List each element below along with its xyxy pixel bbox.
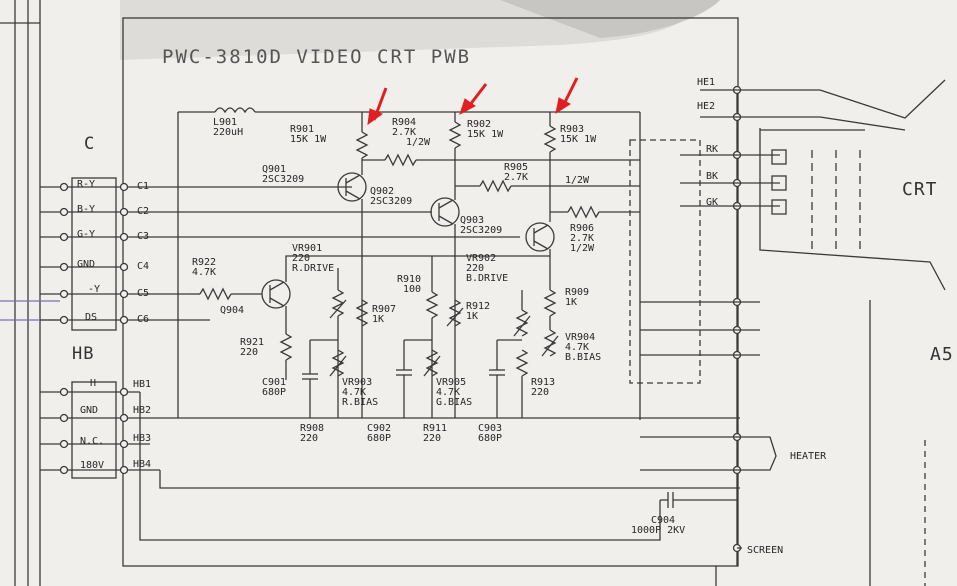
crt-label: CRT	[902, 179, 938, 200]
pin-signal: B-Y	[77, 204, 96, 215]
label-r905-power: 1/2W	[565, 175, 590, 186]
pin-id: HB1	[133, 379, 152, 390]
pin-signal: N.C.	[80, 436, 105, 447]
pin-signal: GND	[77, 259, 96, 270]
pin-signal: G-Y	[77, 229, 96, 240]
transistor-q903	[525, 222, 555, 290]
a5-label: A5	[930, 344, 954, 365]
c-group-label: C	[84, 134, 96, 154]
pin-id: C1	[137, 181, 150, 192]
screen-label: SCREEN	[747, 545, 784, 556]
heater-label: HEATER	[790, 451, 827, 462]
transistor-q901	[337, 172, 367, 418]
pwb-outline	[122, 17, 739, 567]
pin-he2: HE2	[697, 101, 716, 112]
pin-signal: H	[90, 378, 97, 389]
label-q904: Q904	[220, 305, 245, 316]
pin-gk: GK	[706, 197, 719, 208]
c-connector-rows	[40, 177, 520, 331]
pin-he1: HE1	[697, 77, 716, 88]
pin-signal: R-Y	[77, 179, 96, 190]
highlight-arrows	[367, 77, 579, 126]
transistor-q904	[261, 255, 550, 334]
socket-block	[629, 139, 701, 384]
pin-id: C6	[137, 314, 150, 325]
scan-shadow-dark	[500, 0, 720, 38]
pin-id: C2	[137, 206, 150, 217]
board-title: PWC-3810D VIDEO CRT PWB	[162, 46, 472, 68]
pin-rk: RK	[706, 144, 719, 155]
pin-id: C3	[137, 231, 150, 242]
pin-signal: -Y	[88, 284, 101, 295]
pin-id: HB4	[133, 459, 152, 470]
hb-group-label: HB	[72, 344, 95, 364]
hb-connector-rows	[40, 381, 200, 479]
pin-id: HB2	[133, 405, 152, 416]
pin-signal: GND	[80, 405, 99, 416]
pin-id: C5	[137, 288, 150, 299]
pin-id: C4	[137, 261, 150, 272]
pin-signal: DS	[85, 312, 98, 323]
pin-bk: BK	[706, 171, 719, 182]
pin-signal: 180V	[80, 460, 105, 471]
pin-id: HB3	[133, 433, 152, 444]
